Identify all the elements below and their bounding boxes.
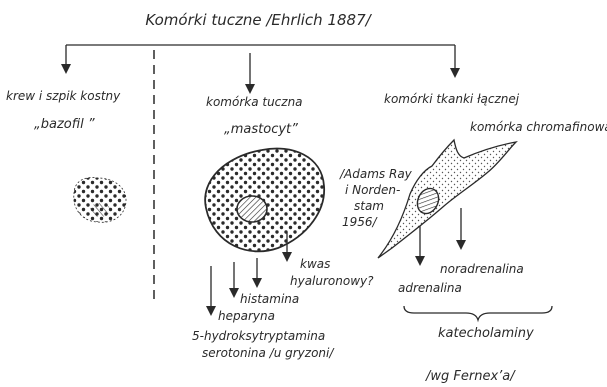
citation-line-4: 1956/: [342, 215, 379, 229]
diagram-title: Komórki tuczne /Ehrlich 1887/: [145, 11, 372, 29]
mastocyte-label: „mastocyt”: [224, 122, 298, 137]
mastcell-heading: komórka tuczna: [206, 95, 303, 109]
citation-line-3: stam: [354, 199, 384, 213]
serotonin-label-1: 5-hydroksytryptamina: [192, 329, 325, 343]
catecholamines-label: katecholaminy: [438, 326, 534, 341]
source-note: /wg Fernex’a/: [425, 369, 516, 384]
basophil-label: „bazofil ”: [34, 117, 95, 132]
adrenaline-label: adrenalina: [398, 281, 462, 295]
basophil-cell: [74, 178, 126, 223]
heparin-label: heparyna: [218, 309, 275, 323]
citation-line-2: i Norden-: [345, 183, 400, 197]
connective-heading: komórki tkanki łącznej: [384, 92, 520, 106]
histamine-label: histamina: [240, 292, 299, 306]
top-branch-connector: [61, 45, 460, 94]
noradrenaline-label: noradrenalina: [440, 262, 524, 276]
kwas-label: kwas: [300, 257, 330, 271]
chromaffin-label: komórka chromafinowa: [470, 120, 607, 134]
hyaluronic-acid-label: hyaluronowy?: [290, 274, 374, 288]
serotonin-label-2: serotonina /u gryzoni/: [202, 346, 335, 360]
basophil-nucleus: [90, 203, 110, 217]
catecholamines-brace: [404, 306, 552, 320]
mastocyte-cell: [205, 149, 324, 252]
citation-line-1: /Adams Ray: [339, 167, 413, 181]
blood-heading: krew i szpik kostny: [6, 89, 121, 103]
chromaffin-cell: [378, 140, 516, 258]
